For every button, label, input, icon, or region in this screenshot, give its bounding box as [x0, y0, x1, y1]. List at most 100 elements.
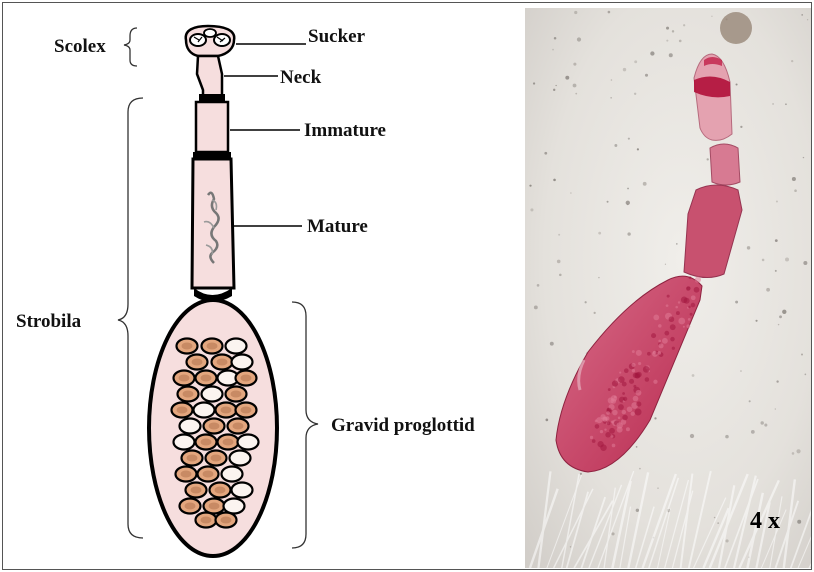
- debris-speck: [636, 509, 639, 512]
- debris-speck: [762, 259, 765, 262]
- egg-core: [185, 503, 196, 510]
- stain-speck: [638, 362, 641, 365]
- stain-speck: [632, 369, 635, 372]
- debris-speck: [747, 246, 750, 249]
- debris-speck: [796, 449, 800, 453]
- neck-label: Neck: [280, 67, 322, 88]
- debris-speck: [623, 68, 626, 71]
- debris-speck: [645, 74, 648, 77]
- debris-speck: [707, 158, 709, 160]
- magnification-label: 4 x: [750, 508, 780, 534]
- debris-speck: [573, 63, 576, 66]
- debris-speck: [627, 232, 630, 235]
- debris-speck: [575, 93, 577, 95]
- stain-speck: [597, 441, 603, 447]
- stain-speck: [691, 303, 696, 308]
- debris-speck: [634, 93, 636, 95]
- debris-speck: [714, 517, 716, 519]
- debris-speck: [565, 76, 569, 80]
- stain-speck: [624, 368, 629, 373]
- debris-speck: [803, 157, 804, 158]
- stain-speck: [653, 380, 657, 384]
- debris-speck: [772, 103, 773, 104]
- debris-speck: [544, 152, 547, 155]
- egg-core: [215, 487, 226, 494]
- egg-core: [183, 391, 194, 398]
- neck-segment: [197, 56, 225, 102]
- stain-speck: [694, 287, 700, 293]
- egg: [232, 483, 253, 498]
- scolex-label: Scolex: [54, 36, 106, 57]
- stain-speck: [676, 311, 680, 315]
- egg-core: [191, 487, 202, 494]
- egg-core: [177, 407, 188, 414]
- egg: [180, 419, 201, 434]
- debris-speck: [558, 234, 560, 236]
- debris-speck: [740, 370, 742, 372]
- egg-core: [241, 375, 252, 382]
- egg-core: [221, 517, 232, 524]
- stain-speck: [618, 404, 624, 410]
- egg-core: [217, 359, 228, 366]
- debris-speck: [736, 83, 738, 85]
- egg: [222, 467, 243, 482]
- stain-speck: [631, 363, 635, 367]
- debris-speck: [552, 49, 554, 51]
- egg-core: [203, 471, 214, 478]
- stain-speck: [631, 412, 635, 416]
- debris-speck: [794, 189, 797, 192]
- stain-speck: [645, 377, 650, 382]
- debris-speck: [775, 408, 776, 409]
- stain-speck: [590, 436, 593, 439]
- stain-speck: [618, 417, 621, 420]
- stain-speck: [672, 347, 675, 350]
- debris-speck: [570, 192, 572, 194]
- debris-speck: [598, 232, 601, 235]
- debris-speck: [792, 177, 796, 181]
- debris-speck: [643, 182, 647, 186]
- debris-speck: [760, 421, 763, 424]
- debris-speck: [726, 539, 729, 542]
- egg-core: [231, 391, 242, 398]
- debris-speck: [775, 270, 777, 272]
- egg-core: [182, 343, 193, 350]
- egg-core: [223, 439, 234, 446]
- debris-speck: [725, 435, 729, 439]
- debris-clump: [720, 12, 752, 44]
- stain-speck: [667, 295, 670, 298]
- stain-speck: [623, 397, 627, 401]
- stain-speck: [611, 398, 617, 404]
- debris-speck: [755, 320, 757, 322]
- stain-speck: [678, 318, 685, 325]
- stain-speck: [612, 380, 618, 386]
- debris-speck: [676, 243, 678, 245]
- egg-core: [192, 359, 203, 366]
- debris-speck: [735, 301, 738, 304]
- strobila-brace: [118, 98, 143, 538]
- stain-speck: [635, 373, 637, 375]
- debris-speck: [766, 288, 770, 292]
- debris-speck: [611, 79, 613, 81]
- stain-speck: [636, 350, 642, 356]
- debris-speck: [776, 380, 778, 382]
- egg-core: [233, 423, 244, 430]
- stain-speck: [632, 350, 635, 353]
- debris-speck: [553, 89, 555, 91]
- debris-speck: [553, 179, 556, 182]
- stain-speck: [595, 424, 600, 429]
- debris-speck: [672, 30, 674, 32]
- debris-speck: [805, 374, 807, 376]
- debris-speck: [574, 11, 577, 14]
- stain-speck: [664, 331, 669, 336]
- debris-speck: [556, 85, 557, 86]
- stain-speck: [651, 333, 656, 338]
- debris-speck: [534, 305, 538, 309]
- stain-speck: [627, 406, 633, 412]
- debris-speck: [669, 53, 673, 57]
- stain-speck: [683, 326, 685, 328]
- mature-label: Mature: [307, 216, 368, 237]
- stain-speck: [658, 324, 662, 328]
- debris-speck: [782, 310, 786, 314]
- egg-core: [241, 407, 252, 414]
- debris-speck: [785, 103, 787, 105]
